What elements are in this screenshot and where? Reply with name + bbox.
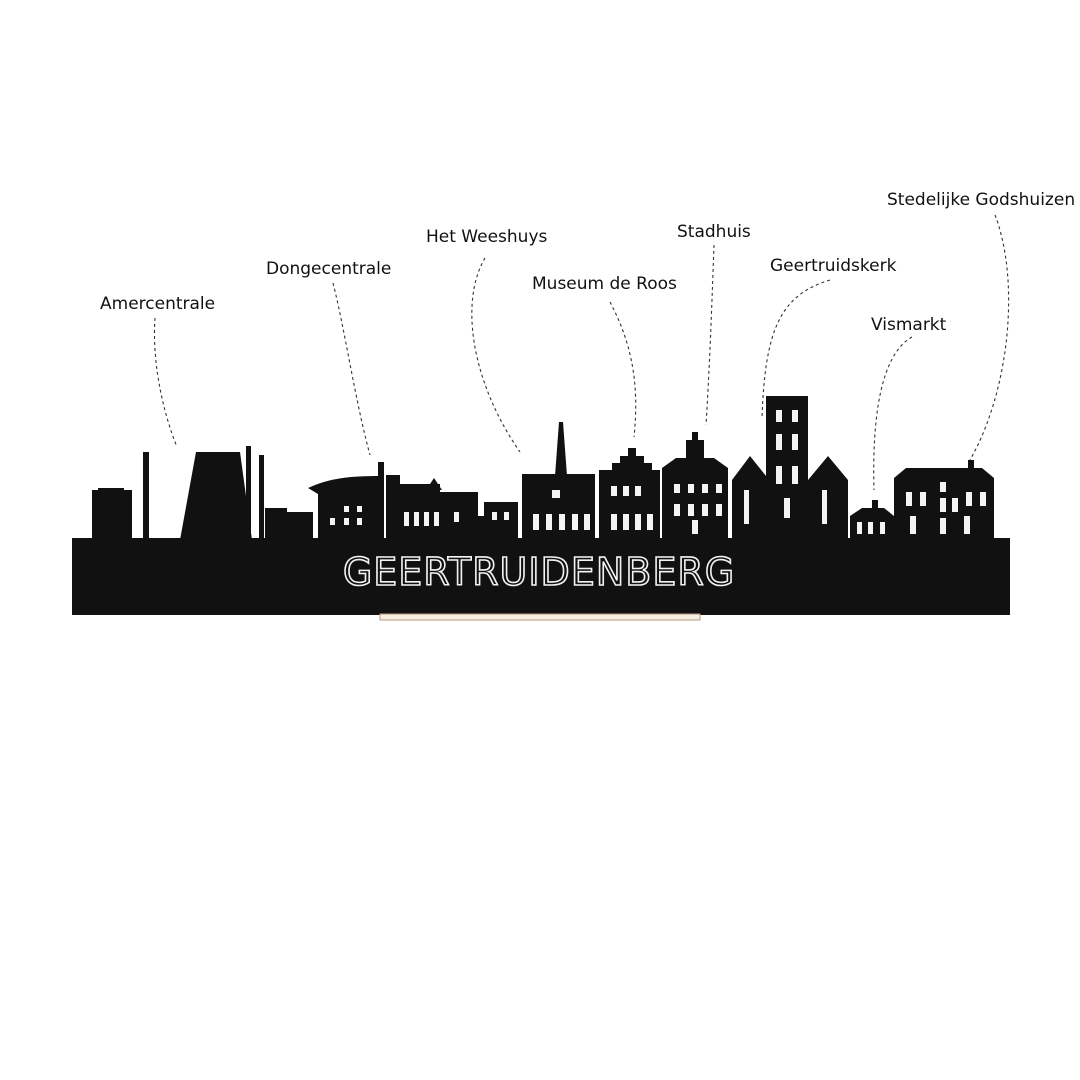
leader-line-museum-de-roos [609, 301, 637, 438]
landmark-label-het-weeshuys: Het Weeshuys [426, 227, 548, 247]
leader-line-geertruidskerk [761, 279, 831, 419]
leader-line-vismarkt [873, 336, 913, 491]
landmark-label-geertruidskerk: Geertruidskerk [770, 256, 897, 276]
landmark-label-stadhuis: Stadhuis [677, 222, 751, 242]
leader-line-stedelijke-godshuizen [969, 214, 1010, 461]
skyline-stand [379, 613, 701, 621]
skyline-silhouette [72, 396, 1010, 615]
leader-line-amercentrale [153, 317, 178, 448]
landmark-label-stedelijke-godshuizen: Stedelijke Godshuizen [887, 190, 1075, 210]
landmark-label-museum-de-roos: Museum de Roos [532, 274, 677, 294]
landmark-label-dongecentrale: Dongecentrale [266, 259, 391, 279]
landmark-label-vismarkt: Vismarkt [871, 315, 947, 335]
landmark-label-amercentrale: Amercentrale [100, 294, 215, 314]
leader-line-stadhuis [705, 244, 715, 426]
city-name-cutout: GEERTRUIDENBERG [343, 550, 735, 594]
leader-line-dongecentrale [332, 282, 371, 456]
leader-line-het-weeshuys [471, 257, 521, 453]
